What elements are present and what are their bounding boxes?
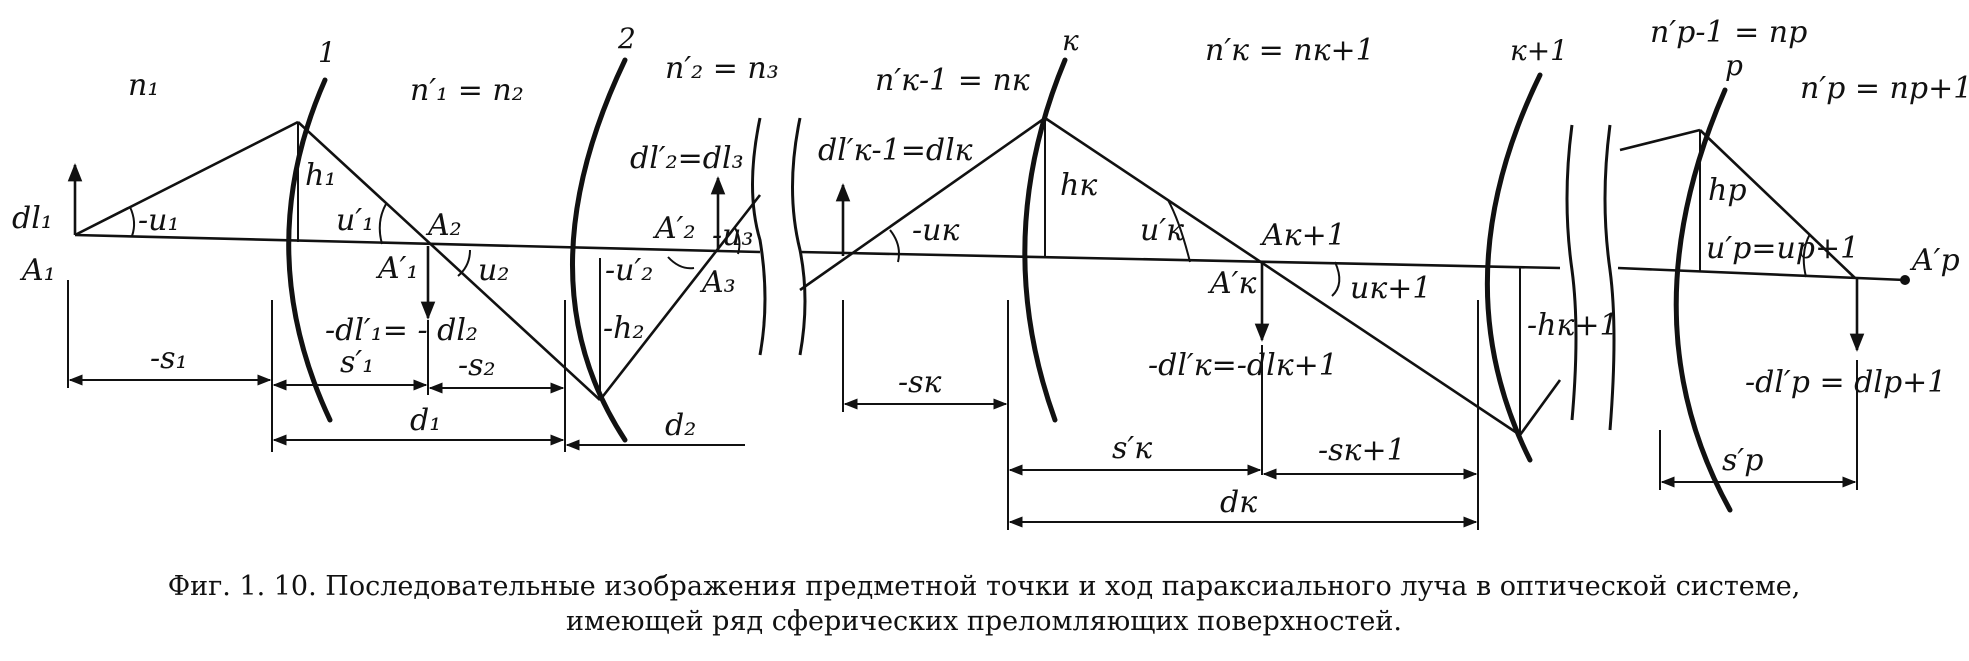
label-dlkp: -dl′к=-dlк+1 <box>1148 348 1338 383</box>
label-A1: A₁ <box>19 253 56 288</box>
dimension-lines <box>67 280 1858 530</box>
label-A3: A₃ <box>699 265 736 300</box>
label-dl1p: -dl′₁= - dl₂ <box>325 313 478 348</box>
dim-d2: d₂ <box>665 408 696 443</box>
break-marks <box>751 117 1616 431</box>
label-Akp: A′к <box>1207 266 1256 301</box>
label-A1p: A′₁ <box>375 251 419 286</box>
dim-s1: -s₁ <box>150 341 188 376</box>
surface-label-p: p <box>1725 49 1743 82</box>
dim-s1p: s′₁ <box>340 345 374 380</box>
label-h2: -h₂ <box>603 311 644 346</box>
label-A2p: A′₂ <box>652 211 696 246</box>
label-ukp: u′к <box>1140 213 1184 248</box>
label-A2: A₂ <box>425 208 462 243</box>
image-point-Ap <box>1900 275 1910 285</box>
paraxial-ray <box>74 116 1856 437</box>
medium-np1p-np: n′p-1 = np <box>1650 15 1807 50</box>
dim-d1: d₁ <box>410 403 441 438</box>
height-lines <box>297 118 1701 435</box>
surface-label-k1: к+1 <box>1510 34 1568 67</box>
label-u1p: u′₁ <box>336 203 374 238</box>
dim-s2: -s₂ <box>458 348 496 383</box>
label-u1: -u₁ <box>138 203 179 238</box>
surface-label-2: 2 <box>617 22 636 55</box>
label-uk: -uк <box>912 213 959 248</box>
label-hp: hp <box>1708 173 1747 208</box>
surface-1 <box>286 77 333 423</box>
label-u2: u₂ <box>478 253 509 288</box>
medium-n1: n₁ <box>128 68 159 103</box>
caption-line-1: Фиг. 1. 10. Последовательные изображения… <box>168 571 1801 602</box>
label-Ak1: Aк+1 <box>1259 218 1346 253</box>
label-uk1: uк+1 <box>1350 271 1431 306</box>
angle-arcs <box>129 199 1811 297</box>
label-dl2p: dl′₂=dl₃ <box>630 141 744 176</box>
medium-nkp-nk1: n′к = nк+1 <box>1205 33 1375 68</box>
surface-label-1: 1 <box>318 36 336 69</box>
medium-nk1p-nk: n′к-1 = nк <box>875 63 1030 98</box>
label-hk1: -hк+1 <box>1527 308 1619 343</box>
surface-k <box>1022 57 1068 423</box>
dim-dk: dк <box>1220 485 1257 520</box>
dim-skp: s′к <box>1112 431 1152 466</box>
label-dlk1p: dl′к-1=dlк <box>818 133 973 168</box>
caption-line-2: имеющей ряд сферических преломляющих пов… <box>566 606 1402 637</box>
label-upp: u′p=up+1 <box>1706 231 1859 266</box>
dim-sk: -sк <box>898 365 942 400</box>
label-u2p: -u′₂ <box>605 253 653 288</box>
surface-p <box>1673 87 1733 513</box>
dim-spp: s′p <box>1722 443 1763 478</box>
label-h1: h₁ <box>305 158 336 193</box>
medium-n1p-n2: n′₁ = n₂ <box>410 73 524 108</box>
surface-k1 <box>1484 72 1543 463</box>
optical-axis <box>74 233 1906 282</box>
refracting-surfaces <box>286 57 1733 513</box>
surface-label-k: к <box>1062 24 1079 57</box>
label-dl1: dl₁ <box>12 201 53 236</box>
label-App: A′p <box>1909 243 1960 278</box>
label-u3: -u₃ <box>712 218 753 253</box>
medium-npp-np1: n′p = np+1 <box>1800 71 1969 106</box>
medium-n2p-n3: n′₂ = n₃ <box>665 51 779 86</box>
label-dlpp: -dl′p = dlp+1 <box>1745 365 1946 400</box>
dim-sk1: -sк+1 <box>1318 433 1406 468</box>
label-hk: hк <box>1060 168 1097 203</box>
image-arrows <box>67 163 1865 352</box>
